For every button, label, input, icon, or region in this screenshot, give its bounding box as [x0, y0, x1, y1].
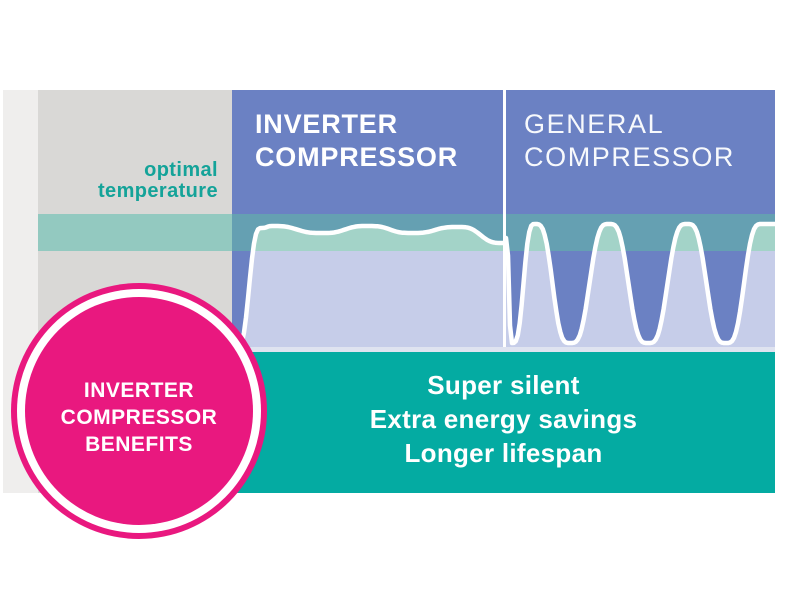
general-under-curve-fill	[506, 224, 775, 348]
inverter-header-line1: INVERTER	[255, 109, 398, 139]
inverter-header-line2: COMPRESSOR	[255, 142, 459, 172]
badge-label-line2: COMPRESSOR	[60, 405, 218, 429]
optimal-temperature-band	[38, 214, 232, 251]
inverter-temperature-chart	[232, 90, 503, 348]
benefits-badge: INVERTER COMPRESSOR BENEFITS	[11, 283, 267, 539]
optimal-band-over-general	[506, 214, 775, 251]
badge-disc: INVERTER COMPRESSOR BENEFITS	[25, 297, 253, 525]
inverter-under-curve-fill	[236, 226, 503, 348]
optimal-temperature-line1: optimal	[144, 159, 218, 181]
chart-bottom-strip	[232, 347, 775, 352]
benefit-longer-lifespan: Longer lifespan	[404, 438, 603, 468]
general-header-line1: GENERAL	[524, 109, 665, 139]
benefit-energy-savings: Extra energy savings	[369, 404, 638, 434]
optimal-temperature-label: optimal temperature	[38, 160, 218, 202]
benefits-band: Super silent Extra energy savings Longer…	[232, 352, 775, 493]
general-header-line2: COMPRESSOR	[524, 142, 736, 172]
inverter-fill-in-band	[253, 226, 503, 251]
inverter-compressor-header: INVERTER COMPRESSOR	[255, 108, 458, 174]
general-wave-line	[506, 221, 775, 346]
general-temperature-chart	[506, 90, 775, 348]
general-compressor-header: GENERAL COMPRESSOR	[524, 108, 735, 174]
badge-label-line3: BENEFITS	[85, 432, 193, 456]
optimal-temperature-line2: temperature	[98, 180, 218, 202]
benefit-super-silent: Super silent	[427, 370, 580, 400]
inverter-wave-line	[233, 223, 503, 348]
badge-label-line1: INVERTER	[83, 378, 195, 402]
